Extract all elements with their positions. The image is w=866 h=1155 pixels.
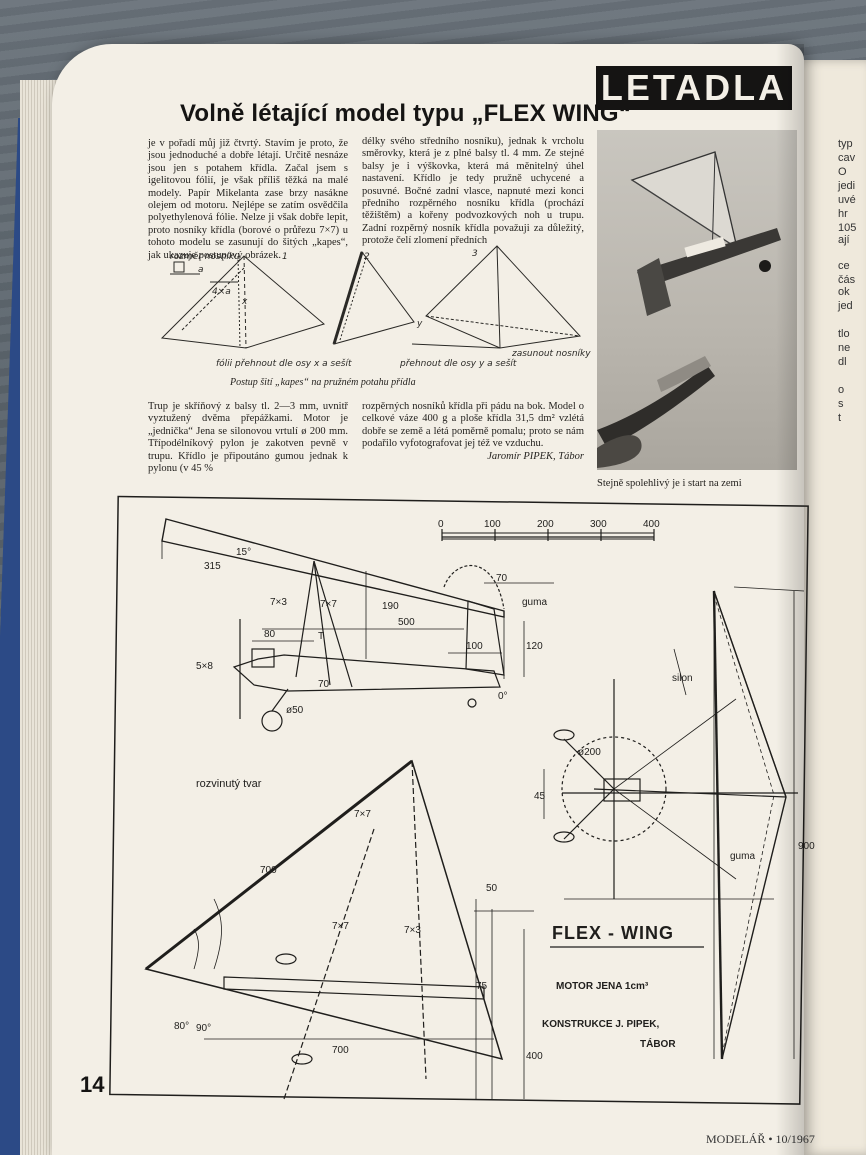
right-page-text-fragment: jed: [838, 300, 853, 312]
diagram-caption: Postup šití „kapes“ na pružném potahu př…: [230, 377, 416, 388]
dim-5x8: 5×8: [196, 661, 213, 672]
dim-prop-200: ø200: [578, 747, 601, 758]
right-page-text-fragment: typ: [838, 138, 853, 150]
label-guma: guma: [522, 597, 547, 608]
footer-magazine: MODELÁŘ • 10/1967: [706, 1132, 815, 1146]
right-page-text-fragment: s: [838, 398, 844, 410]
dim-900: 900: [798, 841, 815, 852]
dim-700: 700: [260, 865, 277, 876]
label-insert-beams: zasunout nosníky: [511, 349, 591, 359]
dim-190: 190: [382, 601, 399, 612]
scale-tick-300: 300: [590, 519, 607, 530]
label-beam-size: rozměr nosníku: [170, 251, 240, 262]
dim-400: 400: [526, 1051, 543, 1062]
dim-7x3: 7×3: [270, 597, 287, 608]
article-title: Volně létající model typu „FLEX WING“: [180, 100, 632, 127]
label-a: a: [198, 265, 204, 275]
page-number: 14: [80, 1072, 105, 1097]
dim-315: 315: [204, 561, 221, 572]
right-page-text-fragment: jedi: [838, 180, 856, 192]
right-page-text-fragment: uvé: [838, 194, 856, 206]
paragraph: rozpěrných nosníků křídla při pádu na bo…: [362, 401, 584, 450]
right-page-text-fragment: ne: [838, 342, 851, 354]
dim-70b: 70: [318, 679, 330, 690]
right-page-text-fragment: ce: [838, 260, 850, 272]
dim-7x3-b: 7×3: [404, 925, 421, 936]
label-silon: silon: [672, 673, 693, 684]
right-page-text-fragment: ok: [838, 286, 850, 298]
paragraph: Trup je skříňový z balsy tl. 2—3 mm, uvn…: [148, 401, 348, 475]
section-label: LETADLA: [596, 66, 792, 110]
right-page-text-fragment: tlo: [838, 328, 850, 340]
label-fold-x: fólii přehnout dle osy x a sešít: [216, 358, 352, 369]
paragraph: je v pořadí můj již čtvrtý. Stavím je pr…: [148, 138, 348, 261]
magazine-page: Volně létající model typu „FLEX WING“ LE…: [52, 44, 815, 1155]
text-column-middle: délky svého středního nosníku), jednak k…: [362, 136, 584, 248]
dim-7x7-c: 7×7: [332, 921, 349, 932]
label-T: T: [318, 631, 324, 642]
text-column-lower-left: Trup je skříňový z balsy tl. 2—3 mm, uvn…: [148, 401, 348, 475]
dim-wheel-50: ø50: [286, 705, 304, 716]
dim-75: 75: [476, 981, 488, 992]
right-page-text-fragment: čás: [838, 274, 856, 286]
right-page-text-fragment: dl: [838, 356, 847, 368]
right-page-text-fragment: o: [838, 384, 845, 396]
sewing-steps-diagram: rozměr nosníku a 4×a 1 2 3 x y fólii pře…: [160, 245, 591, 369]
dim-50: 50: [486, 883, 498, 894]
dim-0deg: 0°: [498, 691, 508, 702]
dim-80deg: 80°: [174, 1021, 189, 1032]
right-page-text-fragment: O: [838, 166, 847, 178]
text-column-lower-middle: rozpěrných nosníků křídla při pádu na bo…: [362, 401, 584, 463]
scale-tick-200: 200: [537, 519, 554, 530]
right-page-text-fragment: hr: [838, 208, 848, 220]
dim-7x7-b: 7×7: [354, 809, 371, 820]
dim-500: 500: [398, 617, 415, 628]
right-page-text-fragment: cav: [838, 152, 856, 164]
label-developed-shape: rozvinutý tvar: [196, 778, 262, 790]
technical-drawing: 0 100 200 300 400 15° 315 70 guma 7×3 7×…: [109, 495, 815, 1105]
drawing-motor: MOTOR JENA 1cm³: [556, 981, 649, 992]
photo-flex-wing-model: [597, 130, 797, 470]
author: Jaromír PIPEK, Tábor: [487, 450, 584, 462]
right-page-text-fragment: 105: [838, 222, 857, 234]
photo-caption: Stejně spolehlivý je i start na zemi: [597, 478, 742, 489]
scale-tick-400: 400: [643, 519, 660, 530]
right-page-text-fragment: t: [838, 412, 842, 424]
scale-tick-100: 100: [484, 519, 501, 530]
step-number-3: 3: [472, 249, 478, 259]
dim-100: 100: [466, 641, 483, 652]
label-y: y: [416, 319, 423, 329]
label-4a: 4×a: [212, 287, 231, 297]
drawing-credit: KONSTRUKCE J. PIPEK,: [542, 1019, 659, 1030]
dim-700-b: 700: [332, 1045, 349, 1056]
paragraph: délky svého středního nosníku), jednak k…: [362, 136, 584, 247]
dim-7x7: 7×7: [320, 599, 337, 610]
label-guma-top: guma: [730, 851, 755, 862]
dim-15deg: 15°: [236, 547, 251, 558]
drawing-title: FLEX - WING: [552, 923, 674, 943]
scale-tick-0: 0: [438, 519, 444, 530]
dim-120: 120: [526, 641, 543, 652]
step-number-2: 2: [364, 252, 370, 262]
label-fold-y: přehnout dle osy y a sešít: [399, 358, 517, 369]
right-page-text-fragment: ají: [838, 234, 850, 246]
dim-90deg: 90°: [196, 1023, 211, 1034]
dim-80: 80: [264, 629, 276, 640]
drawing-credit-town: TÁBOR: [640, 1037, 676, 1050]
dim-45: 45: [534, 791, 546, 802]
dim-70: 70: [496, 573, 508, 584]
label-x: x: [241, 297, 248, 307]
model-airplane-image: [597, 151, 781, 468]
text-column-left: je v pořadí můj již čtvrtý. Stavím je pr…: [148, 138, 348, 262]
step-number-1: 1: [282, 252, 288, 262]
